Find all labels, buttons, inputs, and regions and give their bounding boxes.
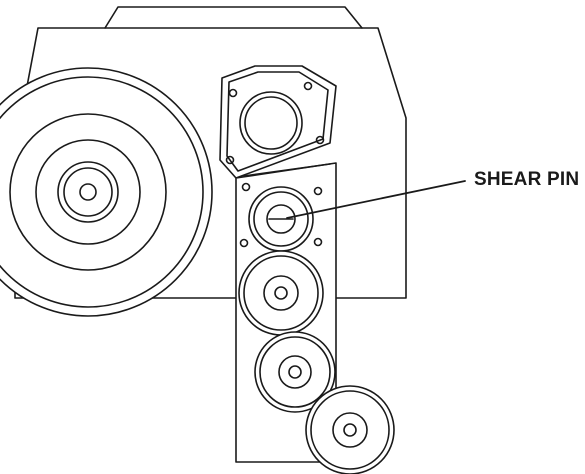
gear-4 bbox=[305, 385, 395, 474]
upper-mounting-plate bbox=[219, 65, 337, 179]
housing-top-cap bbox=[104, 6, 363, 29]
shear-pin-gear bbox=[248, 186, 314, 252]
flywheel bbox=[0, 67, 213, 317]
gear-3 bbox=[254, 331, 336, 413]
gear-2 bbox=[238, 250, 324, 336]
shear-pin-label: SHEAR PIN bbox=[474, 169, 580, 190]
shear-pin-leader-line bbox=[286, 180, 466, 219]
